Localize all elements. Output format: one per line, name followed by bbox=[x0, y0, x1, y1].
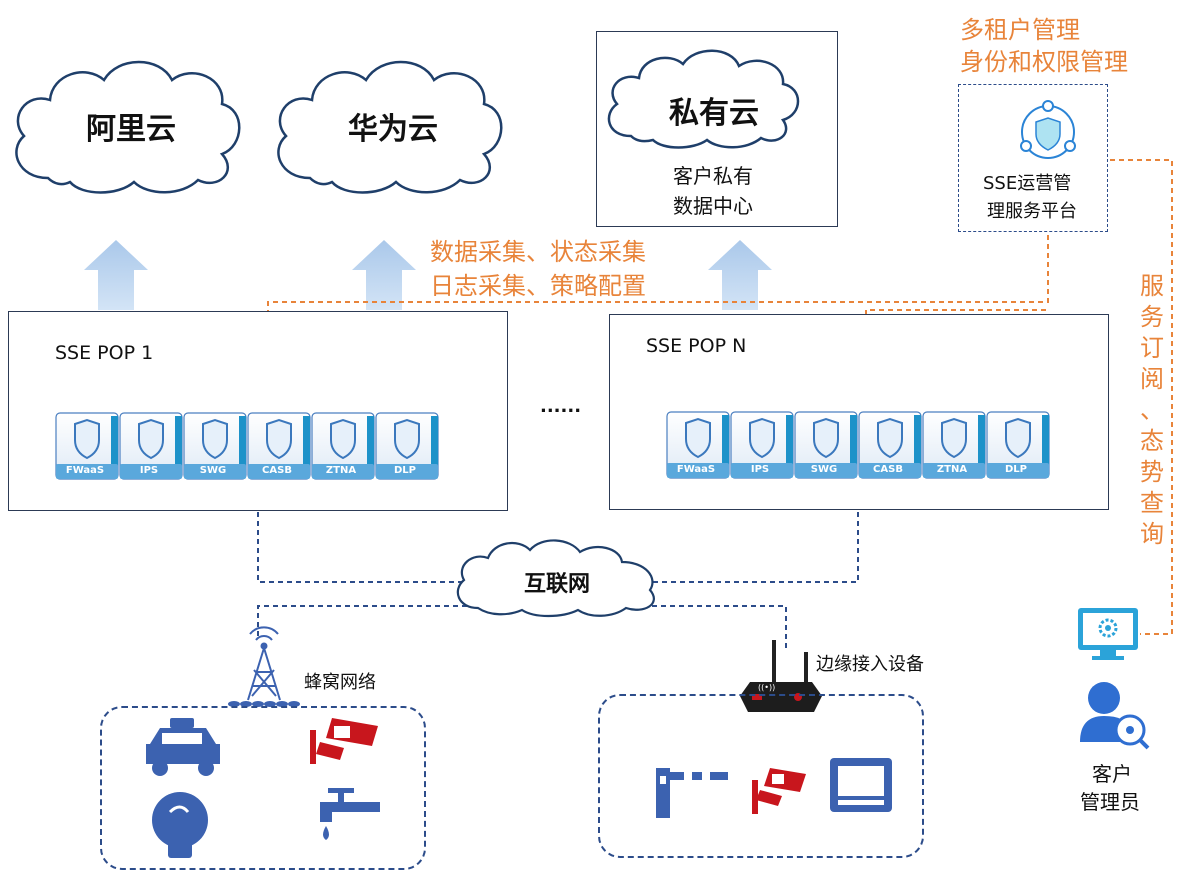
tenant-line2: 身份和权限管理 bbox=[960, 48, 1128, 76]
module-dlp: DLP bbox=[375, 412, 439, 480]
ops-platform-icon bbox=[1020, 100, 1076, 159]
pop1-title: SSE POP 1 bbox=[55, 342, 154, 364]
admin-line1: 客户 bbox=[1092, 762, 1132, 786]
module-ips: IPS bbox=[119, 412, 183, 480]
vertical-label-char: 阅 bbox=[1140, 365, 1164, 393]
module-label: FWaaS bbox=[65, 465, 105, 476]
module-label: SWG bbox=[810, 464, 838, 475]
internet-cloud bbox=[456, 539, 655, 618]
vertical-label-char: 查 bbox=[1140, 489, 1164, 517]
water-tap-icon bbox=[320, 788, 380, 840]
aliyun-label: 阿里云 bbox=[86, 112, 176, 147]
ops-platform-box: SSE运营管 理服务平台 bbox=[958, 84, 1108, 232]
private-cloud-label: 私有云 bbox=[669, 96, 759, 131]
collection-line1: 数据采集、状态采集 bbox=[430, 238, 646, 266]
aliyun-cloud bbox=[15, 60, 241, 194]
edge-device-label: 边缘接入设备 bbox=[816, 654, 924, 675]
module-ips: IPS bbox=[730, 411, 794, 479]
module-label: DLP bbox=[1004, 464, 1027, 475]
vertical-label-char: 询 bbox=[1140, 520, 1164, 548]
vertical-label-char: 态 bbox=[1140, 427, 1164, 455]
pop-ellipsis: ...... bbox=[540, 396, 582, 417]
ops-platform-line1: SSE运营管 bbox=[983, 173, 1072, 194]
cellular-label: 蜂窝网络 bbox=[304, 672, 376, 693]
module-dlp: DLP bbox=[986, 411, 1050, 479]
private-dc-line1: 客户私有 bbox=[673, 164, 753, 188]
vertical-label-char: 务 bbox=[1140, 303, 1164, 331]
huawei-cloud bbox=[277, 60, 503, 194]
module-label: ZTNA bbox=[325, 465, 357, 476]
svg-text:((•)): ((•)) bbox=[758, 683, 775, 692]
vertical-label-char: 服 bbox=[1140, 272, 1164, 300]
popn-title: SSE POP N bbox=[646, 335, 747, 357]
upload-arrow-2 bbox=[352, 240, 416, 310]
module-fwaas: FWaaS bbox=[666, 411, 730, 479]
taxi-icon bbox=[146, 718, 220, 776]
module-casb: CASB bbox=[858, 411, 922, 479]
cellular-devices-group bbox=[100, 706, 426, 870]
module-swg: SWG bbox=[183, 412, 247, 480]
upload-arrow-1 bbox=[84, 240, 148, 310]
module-label: CASB bbox=[262, 465, 292, 476]
upload-arrow-3 bbox=[708, 240, 772, 310]
module-label: IPS bbox=[750, 464, 770, 475]
collection-line2: 日志采集、策略配置 bbox=[430, 272, 646, 300]
private-datacenter-box: 私有云 客户私有 数据中心 bbox=[596, 31, 838, 227]
module-label: FWaaS bbox=[676, 464, 716, 475]
module-ztna: ZTNA bbox=[311, 412, 375, 480]
network-links bbox=[257, 512, 859, 650]
bulb-icon bbox=[152, 792, 208, 858]
monitor-gear-icon bbox=[1078, 608, 1138, 660]
module-label: IPS bbox=[139, 465, 159, 476]
pop1-modules: FWaaS IPS SWG CASB ZTNA DLP bbox=[55, 412, 455, 484]
edge-devices-group bbox=[598, 694, 924, 858]
ops-platform-line2: 理服务平台 bbox=[987, 201, 1077, 222]
private-cloud bbox=[607, 49, 800, 149]
module-ztna: ZTNA bbox=[922, 411, 986, 479]
module-label: SWG bbox=[199, 465, 227, 476]
internet-label: 互联网 bbox=[524, 572, 591, 597]
huawei-label: 华为云 bbox=[348, 112, 438, 147]
cell-tower-icon bbox=[228, 626, 300, 707]
module-fwaas: FWaaS bbox=[55, 412, 119, 480]
module-label: CASB bbox=[873, 464, 903, 475]
security-camera-icon bbox=[310, 718, 378, 764]
display-panel-icon bbox=[830, 758, 892, 812]
module-label: DLP bbox=[393, 465, 416, 476]
sse-pop-1-box: SSE POP 1 FWaaS IPS SWG CASB ZTNA DLP bbox=[8, 311, 508, 511]
security-camera-icon-2 bbox=[752, 768, 806, 814]
private-dc-line2: 数据中心 bbox=[673, 194, 753, 218]
vertical-label-char: 订 bbox=[1140, 334, 1164, 362]
sse-pop-n-box: SSE POP N FWaaS IPS SWG CASB ZTNA DLP bbox=[609, 314, 1109, 510]
module-label: ZTNA bbox=[936, 464, 968, 475]
tenant-line1: 多租户管理 bbox=[960, 16, 1080, 44]
popn-modules: FWaaS IPS SWG CASB ZTNA DLP bbox=[666, 411, 1066, 483]
vertical-label-char: 势 bbox=[1140, 458, 1164, 486]
vertical-label-char: 、 bbox=[1140, 396, 1164, 424]
admin-user-icon bbox=[1080, 682, 1150, 750]
module-swg: SWG bbox=[794, 411, 858, 479]
admin-line2: 管理员 bbox=[1080, 790, 1140, 814]
module-casb: CASB bbox=[247, 412, 311, 480]
barrier-gate-icon bbox=[656, 768, 728, 818]
